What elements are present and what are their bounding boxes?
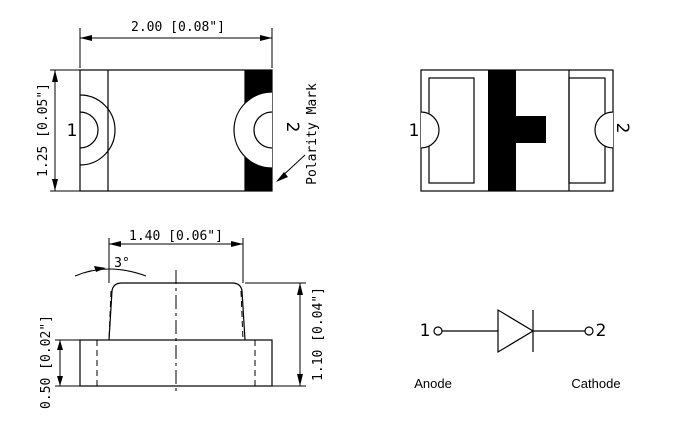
lens-dome [108,282,246,341]
arrow-down-icon [297,374,303,386]
right-pad-notch [594,111,614,149]
arrow-up-icon [297,283,303,295]
diode-schematic: 1 2 Anode Cathode [414,308,621,391]
angle-arc [74,268,147,277]
right-terminal-arc-outer [233,91,273,169]
arrow-right-icon [260,35,272,41]
left-terminal-arc-outer [79,94,116,166]
base-height-label: 0.50 [0.02"] [39,315,54,409]
bottom-pin2-label: 2 [612,123,632,134]
arrow-right-icon [231,241,243,247]
dome-inner-left [108,290,112,341]
arrow-up-icon [52,70,58,82]
anode-label: Anode [414,376,452,391]
total-height-label: 1.10 [0.04"] [311,287,326,381]
cathode-label: Cathode [571,376,620,391]
polarity-mark-label: Polarity Mark [305,83,320,185]
diode-triangle-icon [497,308,535,354]
side-view: 1.40 [0.06"] 3° 0.50 [0.02"] 1.10 [0.04"… [39,229,326,409]
left-terminal-arc-inner [79,111,99,149]
bottom-view: 1 2 [409,69,632,192]
top-pin1-label: 1 [67,121,78,141]
right-terminal-arc-mid [253,111,273,149]
angle-arrow-icon [94,266,106,272]
bottom-pin1-label: 1 [409,121,420,141]
dome-inner-right [240,290,244,341]
arrow-down-icon [52,179,58,191]
schematic-pin1-label: 1 [420,321,431,341]
height-dimension-label: 1.25 [0.05"] [36,83,51,177]
top-view: 2.00 [0.08"] 1.25 [0.05"] 1 2 Polarity M… [36,20,320,192]
anode-terminal [433,326,443,336]
width-dimension-label: 2.00 [0.08"] [131,20,225,35]
top-pin2-label: 2 [282,122,302,133]
polarity-tab [516,116,546,143]
arrow-left-icon [80,35,92,41]
schematic-pin2-label: 2 [596,321,607,341]
polarity-bar [488,70,516,191]
arrow-up-icon [57,340,63,350]
left-pad-notch [420,111,440,149]
cathode-terminal [584,326,594,336]
body-width-label: 1.40 [0.06"] [129,229,223,244]
arrow-down-icon [57,376,63,386]
arrow-left-icon [109,241,121,247]
angle-label: 3° [114,256,130,271]
polarity-arrow-icon [276,172,288,182]
